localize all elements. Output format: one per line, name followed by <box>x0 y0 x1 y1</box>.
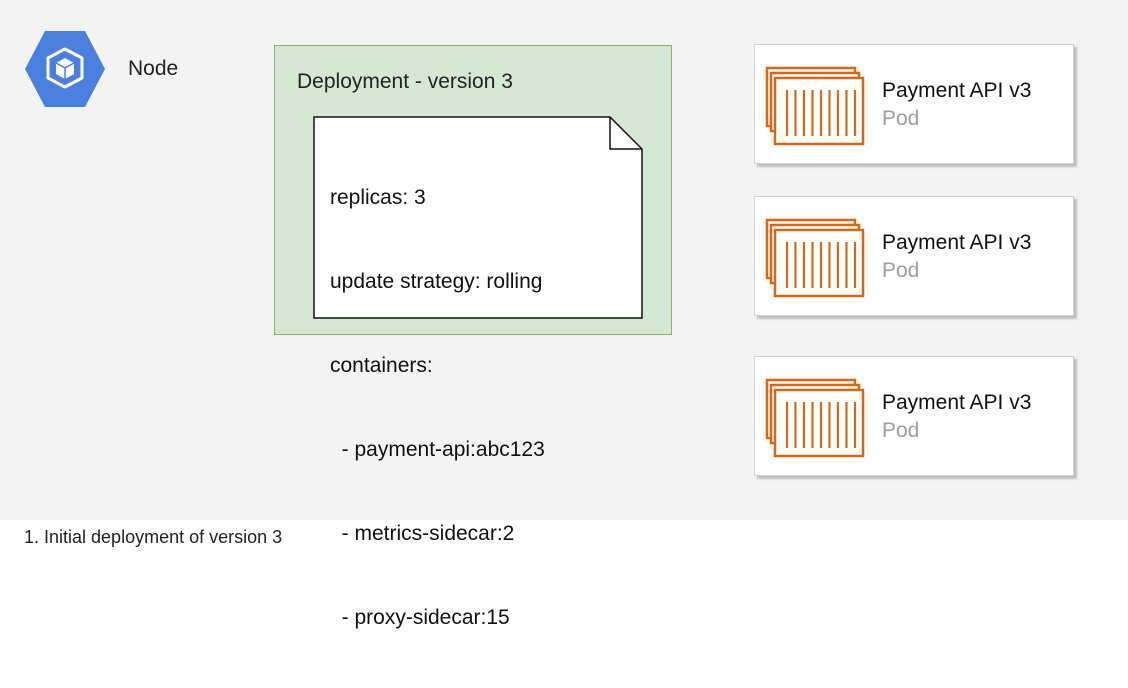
diagram-canvas: Node Deployment - version 3 replicas: 3 … <box>0 0 1128 629</box>
deployment-title: Deployment - version 3 <box>297 70 513 93</box>
pod-card: Payment API v3 Pod <box>754 356 1074 476</box>
note-shape <box>313 116 643 319</box>
pod-name: Payment API v3 <box>882 231 1032 254</box>
container-icon <box>765 378 865 458</box>
note-line: update strategy: rolling <box>330 270 543 293</box>
container-icon <box>765 218 865 298</box>
container-icon <box>765 66 865 146</box>
note-line: - metrics-sidecar:2 <box>330 522 515 545</box>
note-line: - proxy-sidecar:15 <box>330 606 510 629</box>
note-line: - payment-api:abc123 <box>330 438 545 461</box>
pod-name: Payment API v3 <box>882 391 1032 414</box>
pod-name: Payment API v3 <box>882 79 1032 102</box>
node-hexagon-icon <box>25 30 105 108</box>
deployment-spec-note: replicas: 3 update strategy: rolling con… <box>313 116 643 629</box>
pod-type: Pod <box>882 419 920 442</box>
pod-card: Payment API v3 Pod <box>754 44 1074 164</box>
pod-type: Pod <box>882 259 920 282</box>
note-lines: replicas: 3 update strategy: rolling con… <box>330 128 545 688</box>
note-line: replicas: 3 <box>330 186 426 209</box>
note-line: containers: <box>330 354 433 377</box>
deployment-box: Deployment - version 3 replicas: 3 updat… <box>274 45 672 629</box>
node-label: Node <box>128 57 179 80</box>
pod-card: Payment API v3 Pod <box>754 196 1074 316</box>
figure-caption: 1. Initial deployment of version 3 <box>24 527 283 547</box>
pod-type: Pod <box>882 107 920 130</box>
